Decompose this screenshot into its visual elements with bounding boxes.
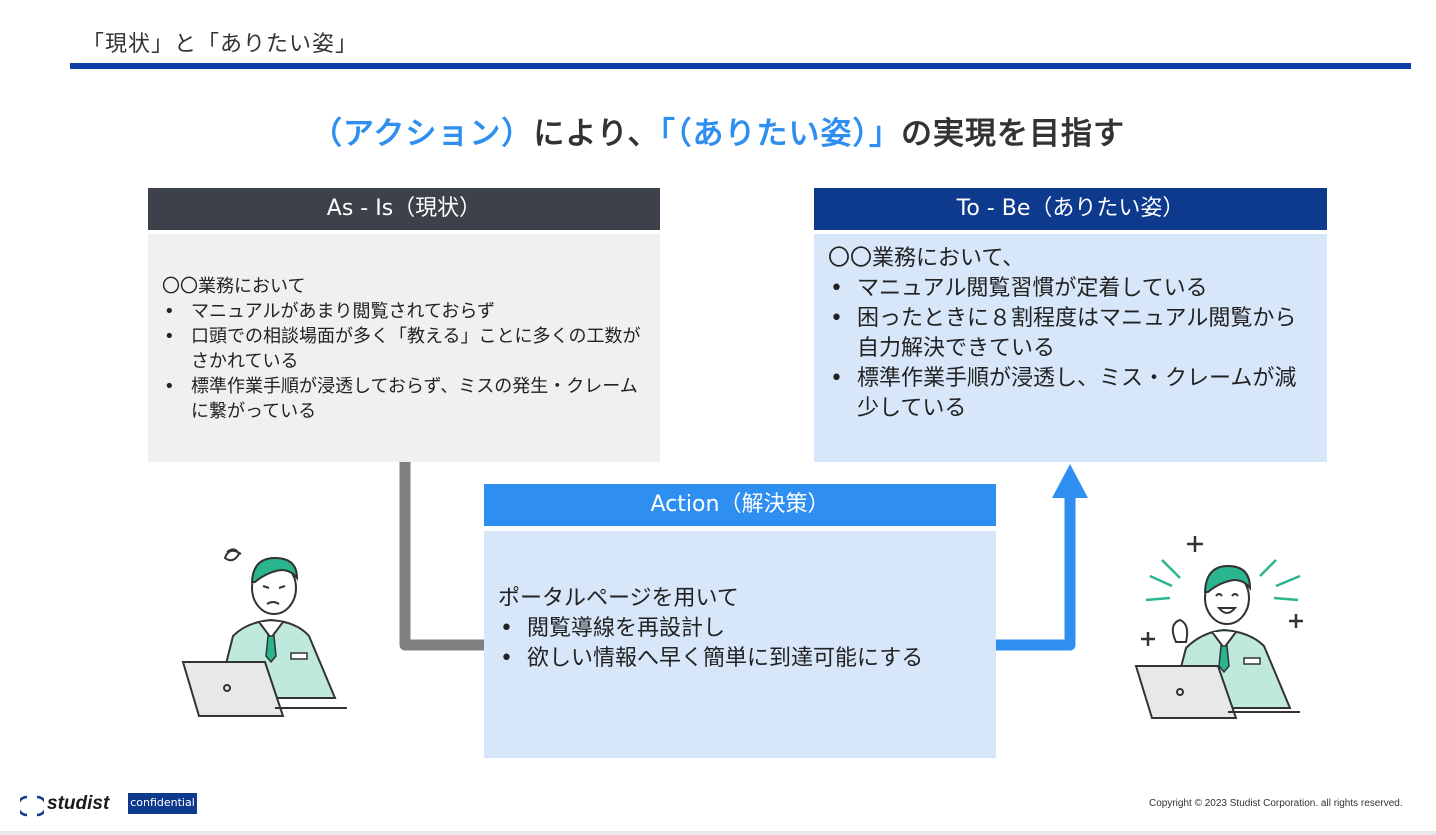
studist-logo-icon bbox=[20, 795, 44, 817]
as-is-list: マニュアルがあまり閲覧されておらず 口頭での相談場面が多く「教える」ことに多くの… bbox=[162, 299, 646, 424]
list-item: 閲覧導線を再設計し bbox=[498, 614, 982, 644]
action-list: 閲覧導線を再設計し 欲しい情報へ早く簡単に到達可能にする bbox=[498, 614, 982, 674]
list-item: 口頭での相談場面が多く「教える」ことに多くの工数がさかれている bbox=[162, 324, 646, 374]
to-be-intro: 〇〇業務において、 bbox=[828, 246, 1025, 271]
headline-action: （アクション） bbox=[310, 116, 534, 152]
headline: （アクション）により、「（ありたい姿）」の実現を目指す bbox=[0, 108, 1436, 153]
headline-goal: 「（ありたい姿）」 bbox=[659, 116, 902, 152]
flow-arrow-up-icon bbox=[1052, 464, 1088, 498]
list-item: 標準作業手順が浸透しておらず、ミスの発生・クレームに繋がっている bbox=[162, 374, 646, 424]
as-is-panel: 〇〇業務において マニュアルがあまり閲覧されておらず 口頭での相談場面が多く「教… bbox=[148, 234, 660, 462]
worried-businessman-illustration bbox=[181, 548, 347, 717]
list-item: マニュアルがあまり閲覧されておらず bbox=[162, 299, 646, 324]
footer-divider bbox=[0, 831, 1436, 835]
action-panel: ポータルページを用いて 閲覧導線を再設計し 欲しい情報へ早く簡単に到達可能にする bbox=[484, 531, 996, 758]
list-item: 標準作業手順が浸透し、ミス・クレームが減少している bbox=[828, 364, 1313, 424]
headline-connector: により、 bbox=[533, 116, 660, 152]
slide-title: 「現状」と「ありたい姿」 bbox=[82, 32, 359, 57]
action-header: Action（解決策） bbox=[484, 484, 996, 526]
title-divider bbox=[70, 63, 1411, 69]
to-be-header: To - Be（ありたい姿） bbox=[814, 188, 1327, 230]
list-item: 困ったときに８割程度はマニュアル閲覧から自力解決できている bbox=[828, 304, 1313, 364]
action-to-be-line bbox=[996, 496, 1076, 651]
list-item: 欲しい情報へ早く簡単に到達可能にする bbox=[498, 644, 982, 674]
confidential-badge: confidential bbox=[128, 793, 197, 814]
as-is-to-action-line bbox=[399, 462, 486, 651]
as-is-header: As - Is（現状） bbox=[148, 188, 660, 230]
headline-suffix: の実現を目指す bbox=[901, 116, 1126, 152]
to-be-panel: 〇〇業務において、 マニュアル閲覧習慣が定着している 困ったときに８割程度はマニ… bbox=[814, 234, 1327, 462]
studist-logo-text: studist bbox=[47, 793, 110, 814]
copyright-text: Copyright © 2023 Studist Corporation. al… bbox=[1149, 798, 1403, 809]
list-item: マニュアル閲覧習慣が定着している bbox=[828, 274, 1313, 304]
to-be-list: マニュアル閲覧習慣が定着している 困ったときに８割程度はマニュアル閲覧から自力解… bbox=[828, 274, 1313, 424]
happy-businessman-illustration bbox=[1134, 536, 1303, 719]
as-is-intro: 〇〇業務において bbox=[162, 276, 306, 297]
action-intro: ポータルページを用いて bbox=[498, 586, 739, 611]
